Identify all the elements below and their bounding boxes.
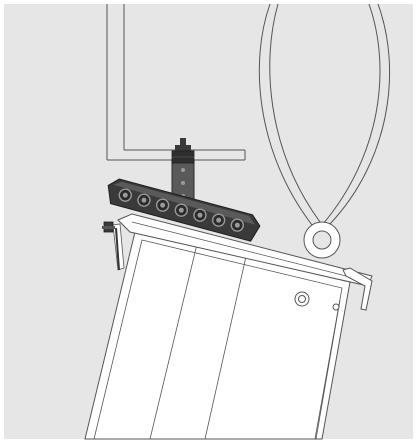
cabinet-port bbox=[294, 291, 310, 307]
hex-hole-center bbox=[197, 212, 203, 218]
lid-latch bbox=[342, 267, 373, 311]
hex-hole-center bbox=[122, 192, 128, 198]
hex-hole-center bbox=[141, 197, 147, 203]
hex-hole-center bbox=[178, 207, 184, 213]
lifting-cable-loop bbox=[258, 3, 391, 226]
hex-hole-center bbox=[160, 202, 166, 208]
nut bbox=[171, 145, 195, 164]
bar-end-bolt bbox=[102, 221, 115, 233]
hex-mounting-bar bbox=[107, 178, 261, 242]
cabinet-body bbox=[84, 231, 351, 440]
cable-ring bbox=[303, 221, 341, 259]
side-clip bbox=[112, 223, 125, 271]
hex-hole-center bbox=[216, 217, 222, 223]
hex-hole-center bbox=[234, 222, 240, 228]
cabinet-screw bbox=[332, 303, 340, 311]
